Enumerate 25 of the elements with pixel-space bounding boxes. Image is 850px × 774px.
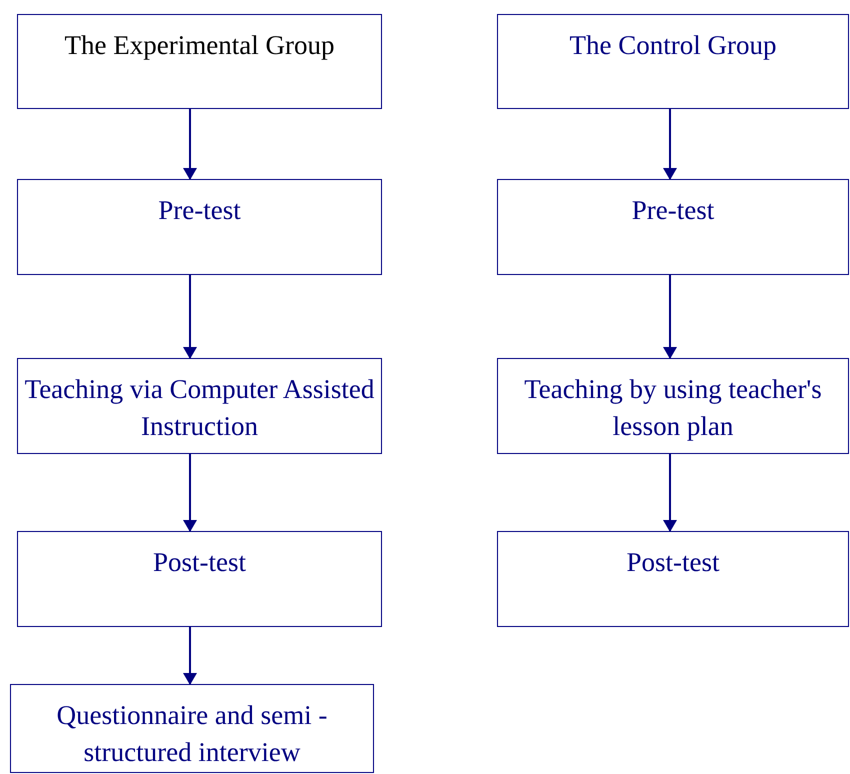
process-box: [17, 179, 382, 275]
process-box: [497, 179, 849, 275]
arrow: [183, 627, 197, 685]
process-box: [497, 14, 849, 109]
process-box: [10, 684, 374, 773]
process-box: [17, 358, 382, 454]
box-label: The Control Group: [570, 29, 776, 62]
arrow: [183, 275, 197, 359]
box-label: Questionnaire and semi - structured interview: [56, 699, 328, 769]
box-label: The Experimental Group: [64, 29, 334, 62]
arrow: [663, 275, 677, 359]
box-label: Post-test: [626, 546, 720, 579]
box-label: Teaching by using teacher's lesson plan: [523, 373, 823, 443]
arrow: [183, 109, 197, 180]
box-label: Teaching via Computer Assisted Instruction: [24, 373, 376, 443]
arrow: [663, 109, 677, 180]
process-box: [497, 531, 849, 627]
arrow: [183, 454, 197, 532]
process-box: [17, 14, 382, 109]
box-label: Pre-test: [158, 194, 241, 227]
box-label: Post-test: [152, 546, 246, 579]
process-box: [17, 531, 382, 627]
process-box: [497, 358, 849, 454]
arrow: [663, 454, 677, 532]
box-label: Pre-test: [632, 194, 714, 227]
